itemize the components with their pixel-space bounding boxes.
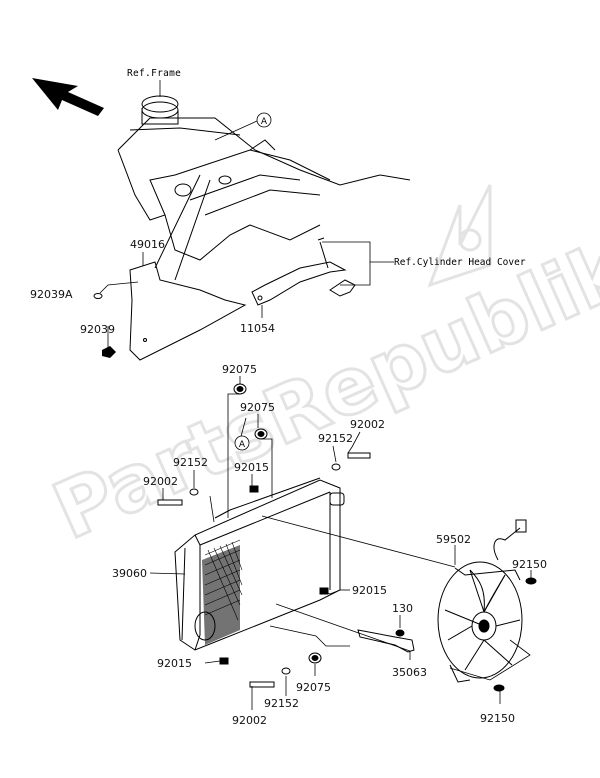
part-39060-label: 39060 <box>112 567 147 580</box>
nut-92039 <box>102 346 116 358</box>
ref-frame-label: Ref.Frame <box>127 68 181 79</box>
part-92150-top-label: 92150 <box>512 558 547 571</box>
watermark-text: PartsRepublik <box>41 224 600 557</box>
part-labels: 49016 92039A 92039 11054 92075 92075 920… <box>30 238 547 727</box>
fan-59502 <box>437 519 527 683</box>
part-92075-mid-label: 92075 <box>240 401 275 414</box>
part-92015-bottom-label: 92015 <box>157 657 192 670</box>
grommet-92039a <box>93 293 103 299</box>
shroud-49016 <box>129 174 247 361</box>
part-92015-right-label: 92015 <box>352 584 387 597</box>
part-92039a-label: 92039A <box>30 288 73 301</box>
watermark: PartsRepublik <box>40 184 600 559</box>
callout-a-top: A <box>214 112 272 141</box>
part-35063-label: 35063 <box>392 666 427 679</box>
part-92152-right-label: 92152 <box>318 432 353 445</box>
part-92015-mid-label: 92015 <box>234 461 269 474</box>
bracket-11054 <box>251 237 356 306</box>
part-92002-bottom-label: 92002 <box>232 714 267 727</box>
part-92075-bottom-label: 92075 <box>296 681 331 694</box>
radiator-39060 <box>174 477 345 651</box>
bracket-35063 <box>357 629 415 653</box>
part-92002-left-label: 92002 <box>143 475 178 488</box>
part-11054-label: 11054 <box>240 322 275 335</box>
front-direction-arrow-icon <box>32 78 104 116</box>
part-92002-right-label: 92002 <box>350 418 385 431</box>
part-49016-label: 49016 <box>130 238 165 251</box>
part-92152-bottom-label: 92152 <box>264 697 299 710</box>
svg-text:A: A <box>239 440 246 450</box>
radiator-hatching <box>202 545 240 645</box>
part-92039-label: 92039 <box>80 323 115 336</box>
gear-flag-icon <box>427 184 492 288</box>
callout-a-mid: A <box>234 435 250 451</box>
part-130-label: 130 <box>392 602 413 615</box>
part-59502-label: 59502 <box>436 533 471 546</box>
ref-cylinder-head-cover-label: Ref.Cylinder Head Cover <box>394 257 526 268</box>
part-92150-bottom-label: 92150 <box>480 712 515 725</box>
part-92075-top-label: 92075 <box>222 363 257 376</box>
part-92152-left-label: 92152 <box>173 456 208 469</box>
frame-drawing <box>117 95 411 261</box>
fasteners <box>157 383 537 692</box>
svg-text:A: A <box>261 117 268 127</box>
